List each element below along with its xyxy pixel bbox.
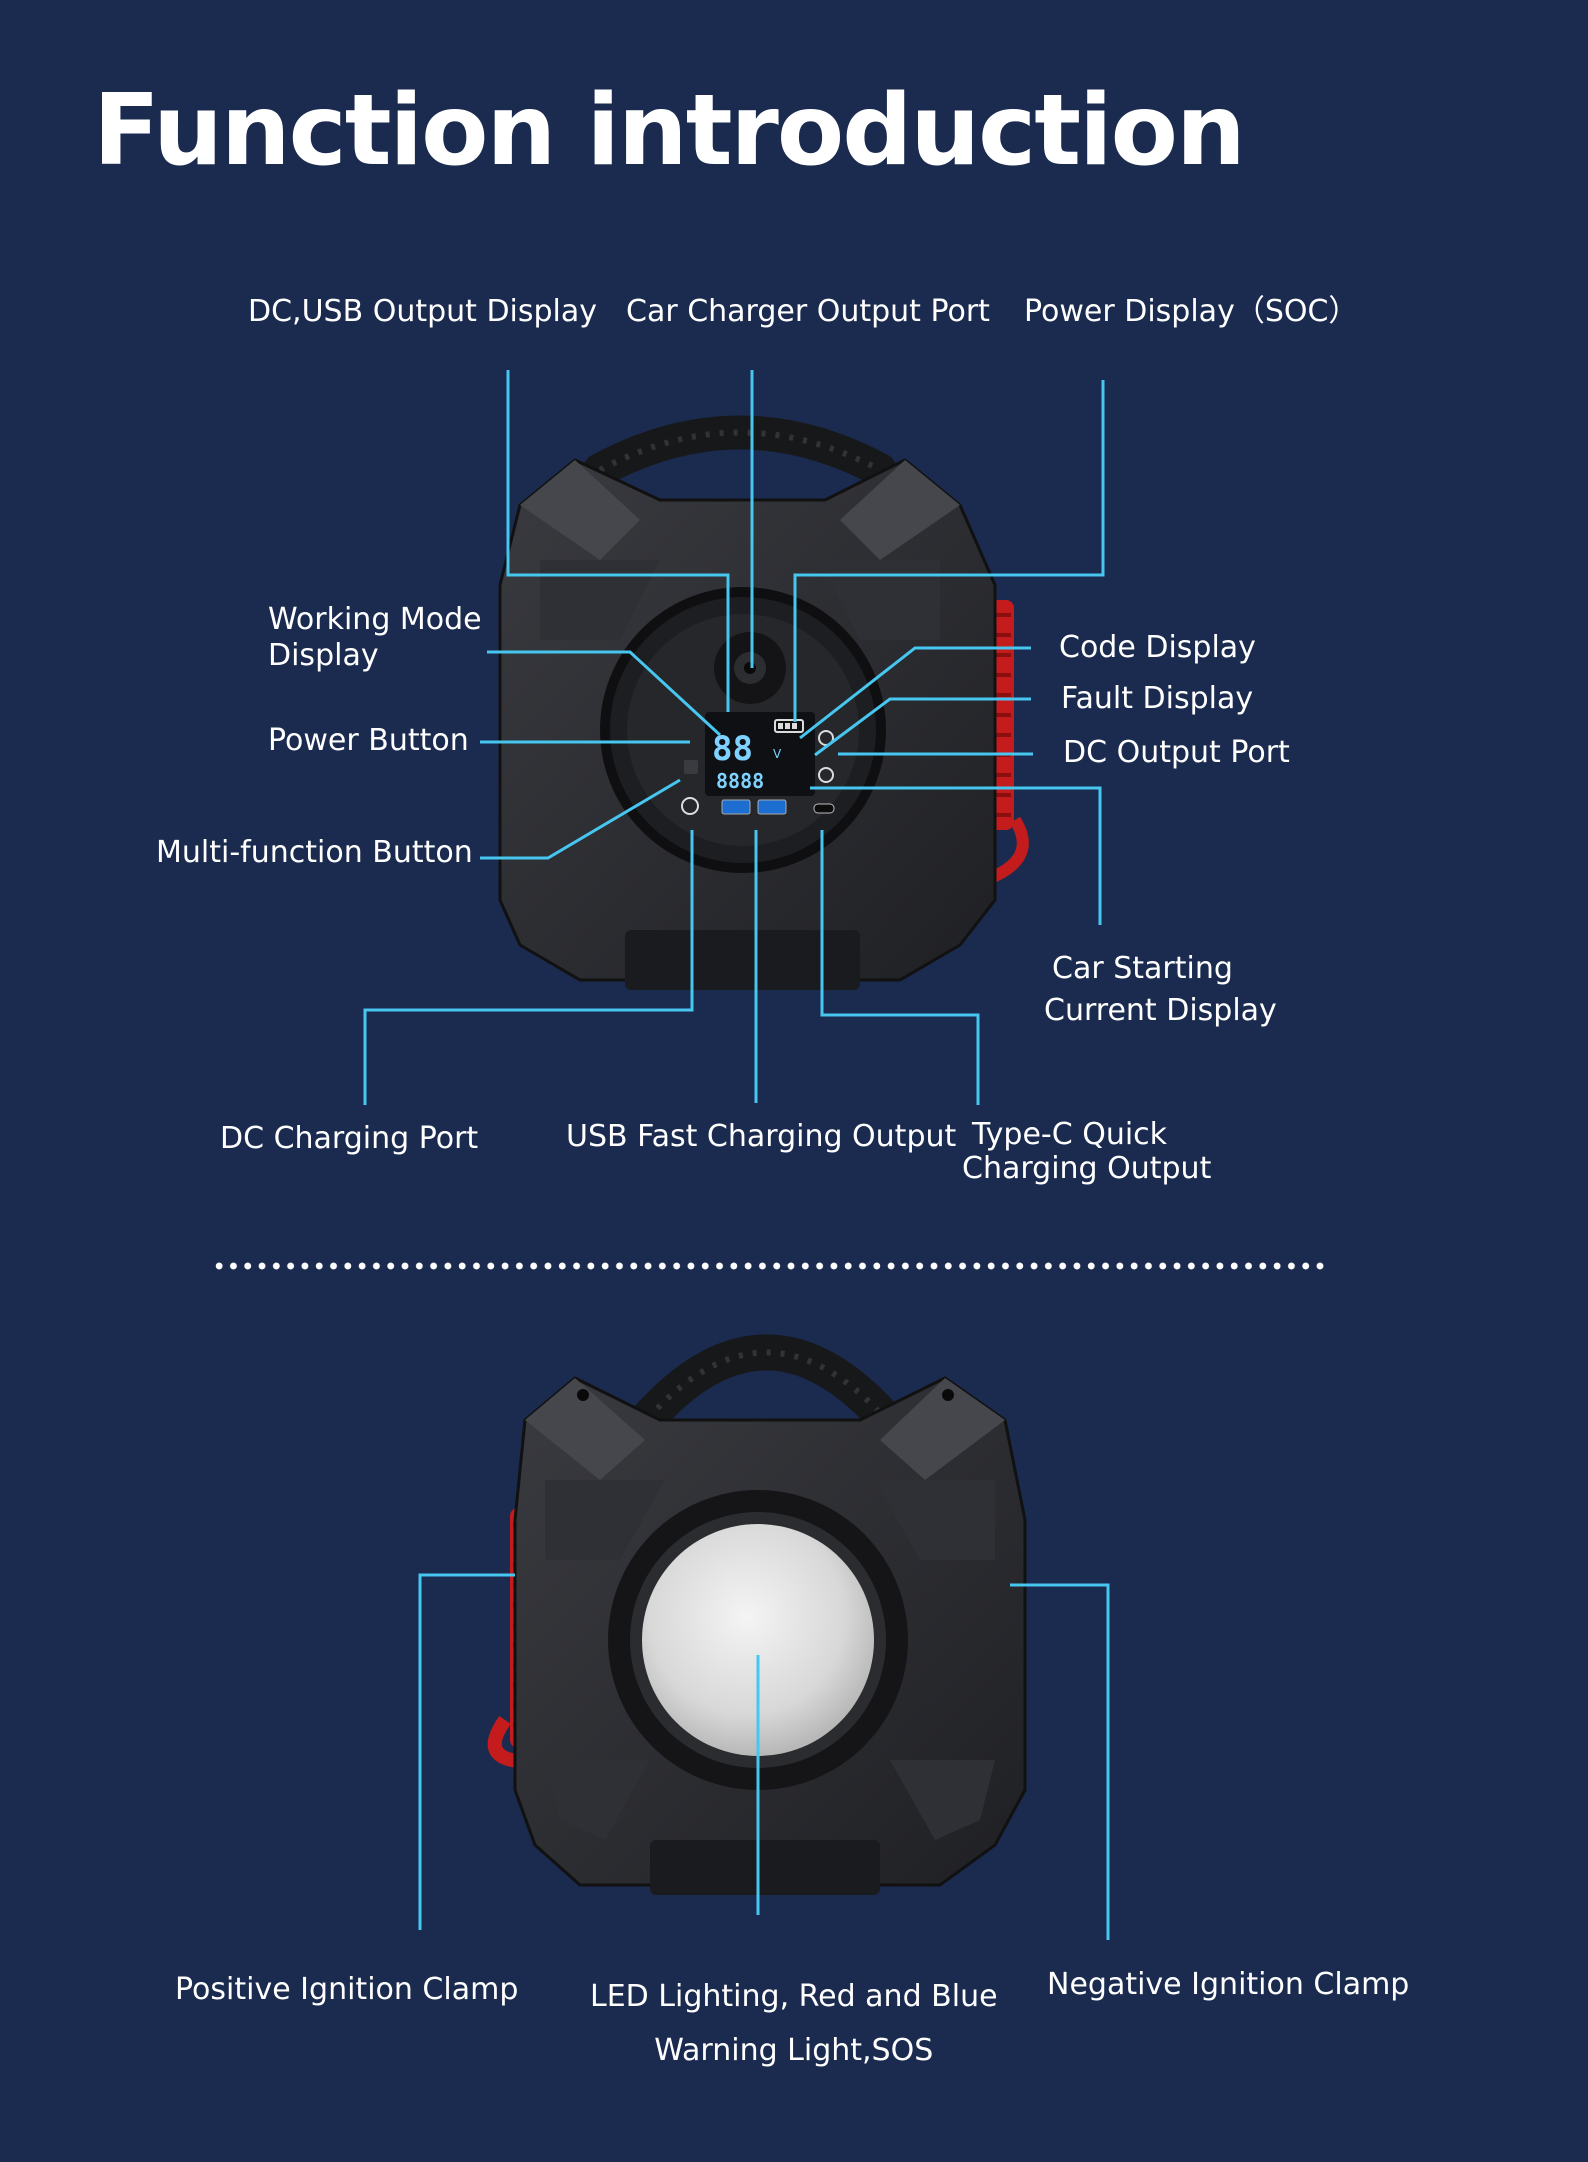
label-car-starting-line-2: Current Display [1044, 993, 1277, 1028]
device-front-view: 88 V 8888 [498, 415, 1029, 990]
battery-soc-icon [774, 719, 804, 733]
type-c-port-icon [813, 803, 835, 814]
label-power-display-soc: Power Display（SOC） [1024, 294, 1359, 329]
label-working-mode-display-line-2: Display [268, 638, 379, 673]
label-led-lighting: LED Lighting, Red and Blue Warning Light… [590, 1970, 998, 2078]
label-type-c-quick-charging-output: Type-C Quick Charging Output [962, 1118, 1211, 1186]
label-fault-display: Fault Display [1061, 681, 1254, 716]
top-leader-lines [363, 370, 1105, 1105]
page-title: Function introduction [93, 74, 1246, 188]
label-usb-fast-charging-output: USB Fast Charging Output [566, 1119, 957, 1154]
label-dc-usb-output-display: DC,USB Output Display [248, 294, 598, 329]
usb-port-icon [721, 799, 787, 815]
label-dc-charging-port: DC Charging Port [220, 1121, 479, 1156]
label-power-button: Power Button [268, 723, 469, 758]
label-code-display: Code Display [1059, 630, 1256, 665]
lcd-digits-small: 8888 [716, 769, 764, 793]
label-car-charger-output-port: Car Charger Output Port [626, 294, 990, 329]
label-positive-ignition-clamp: Positive Ignition Clamp [175, 1972, 519, 2007]
label-multi-function-button: Multi-function Button [156, 835, 473, 870]
device-back-view [487, 1334, 1027, 1895]
bottom-leader-lines [418, 1573, 1110, 1940]
car-charger-socket-icon [714, 632, 786, 704]
label-working-mode-display-line-1: Working Mode [268, 602, 482, 637]
label-working-mode-display: Working Mode Display [268, 602, 482, 674]
power-button-icon [681, 760, 699, 815]
label-led-lighting-line-2: Warning Light,SOS [654, 2033, 934, 2068]
label-negative-ignition-clamp: Negative Ignition Clamp [1047, 1967, 1410, 2002]
label-car-starting-line-1: Car Starting [1052, 951, 1233, 986]
label-type-c-line-1: Type-C Quick [972, 1117, 1168, 1152]
label-type-c-line-2: Charging Output [962, 1151, 1212, 1186]
led-lamp-icon [608, 1490, 908, 1790]
lcd-unit: V [773, 747, 782, 761]
label-dc-output-port: DC Output Port [1063, 735, 1290, 770]
dotted-divider [212, 1262, 1327, 1270]
label-led-lighting-line-1: LED Lighting, Red and Blue [590, 1979, 998, 2014]
label-car-starting-current-display: Car Starting Current Display [1044, 948, 1277, 1032]
lcd-display-icon: 88 V 8888 [705, 712, 815, 796]
